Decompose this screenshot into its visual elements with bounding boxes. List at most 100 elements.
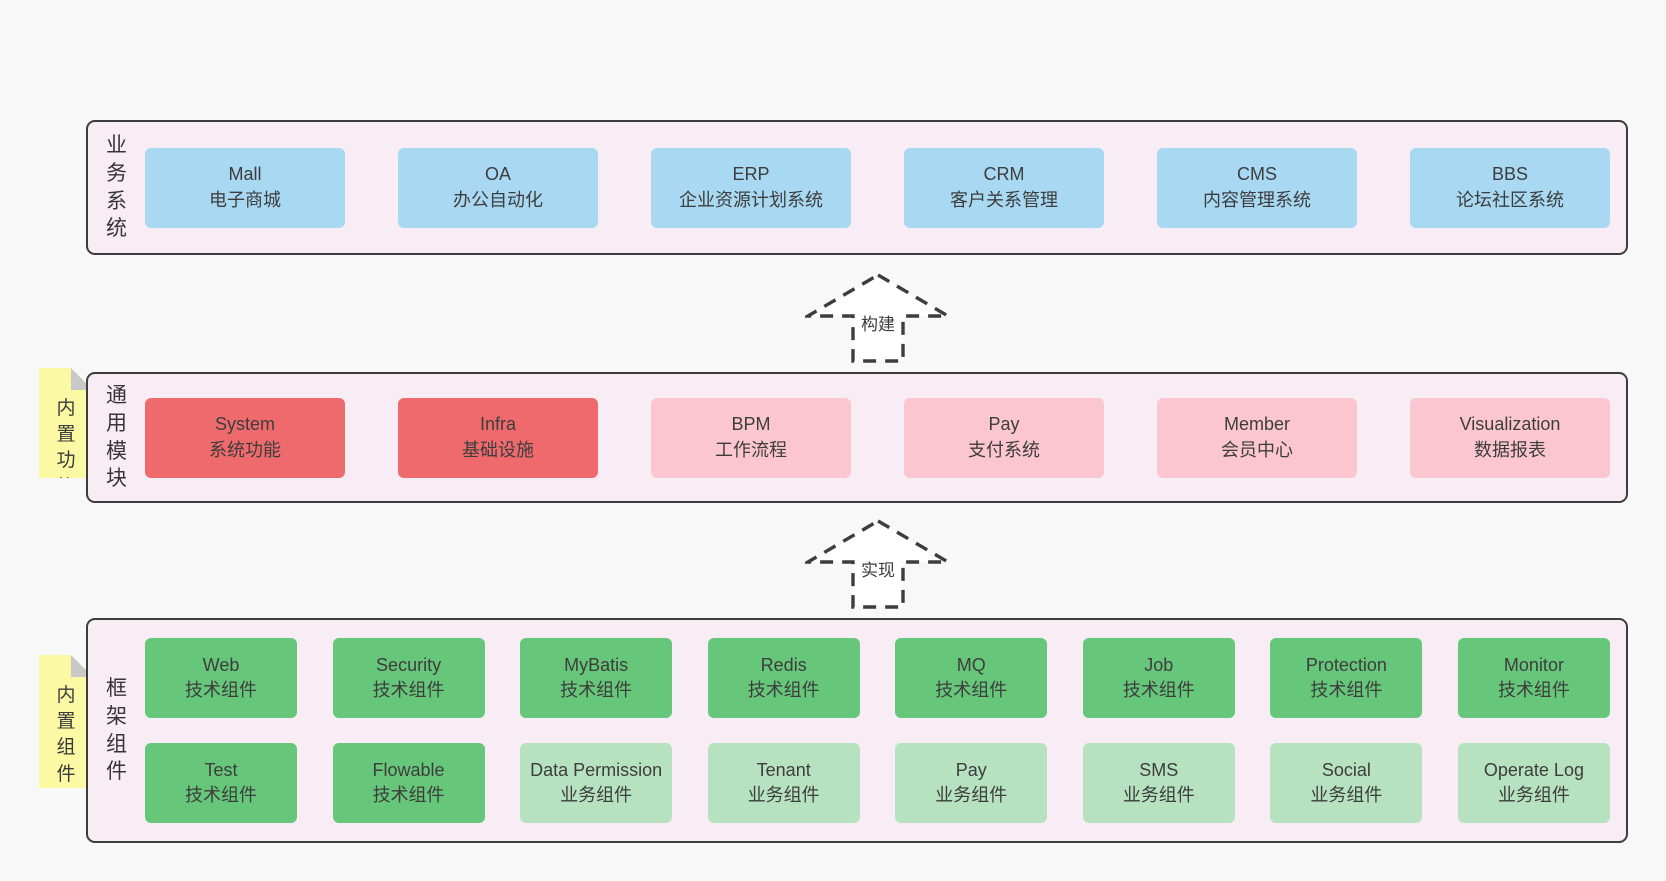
- box-name-label: Visualization: [1459, 414, 1561, 435]
- box-member: Member 会员中心: [1157, 397, 1357, 478]
- box-data-permission: Data Permission 业务组件: [520, 743, 673, 823]
- box-desc-label: 业务组件: [1310, 785, 1383, 805]
- box-oa: OA 办公自动化: [398, 147, 598, 228]
- box-protection: Protection 技术组件: [1270, 638, 1423, 718]
- band-label-column: 业务系统: [88, 122, 145, 253]
- box-name-label: Monitor: [1503, 654, 1564, 675]
- box-desc-label: 企业资源计划系统: [679, 189, 823, 210]
- box-flowable: Flowable 技术组件: [332, 743, 485, 823]
- band-title-framework: 框架组件: [105, 676, 127, 784]
- box-desc-label: 技术组件: [747, 680, 820, 700]
- box-desc-label: 支付系统: [968, 439, 1040, 460]
- band-content-modules: System 系统功能 Infra 基础设施 BPM 工作流程 Pay 支付系统 Member 会…: [145, 374, 1626, 501]
- box-desc-label: 客户关系管理: [950, 189, 1058, 210]
- box-name-label: Pay: [988, 414, 1020, 435]
- box-mybatis: MyBatis 技术组件: [520, 638, 673, 718]
- sticky-note-framework: 内置组件: [39, 655, 93, 788]
- box-sms: SMS 业务组件: [1082, 743, 1235, 823]
- box-desc-label: 技术组件: [560, 680, 633, 700]
- arrow-build: 构建: [805, 272, 951, 364]
- box-name-label: OA: [484, 164, 511, 185]
- sticky-note-label: 内置组件: [56, 685, 76, 785]
- box-crm: CRM 客户关系管理: [904, 147, 1104, 228]
- box-desc-label: 业务组件: [747, 785, 820, 805]
- sticky-note-modules: 内置功能: [39, 368, 93, 478]
- box-name-label: Data Permission: [530, 759, 663, 780]
- arrow-implement: 实现: [805, 518, 951, 610]
- box-name-label: System: [214, 414, 275, 435]
- box-name-label: BPM: [731, 414, 771, 435]
- box-name-label: Member: [1223, 414, 1290, 435]
- sticky-note-label: 内置功能: [56, 398, 76, 498]
- box-bbs: BBS 论坛社区系统: [1410, 147, 1610, 228]
- box-desc-label: 会员中心: [1221, 439, 1293, 460]
- box-name-label: Mall: [228, 164, 262, 185]
- box-infra: Infra 基础设施: [398, 397, 598, 478]
- box-desc-label: 技术组件: [1122, 680, 1195, 700]
- box-desc-label: 技术组件: [1310, 680, 1383, 700]
- box-desc-label: 数据报表: [1474, 439, 1546, 460]
- band-title-modules: 通用模块: [105, 383, 127, 491]
- box-desc-label: 业务组件: [1122, 785, 1195, 805]
- box-pay: Pay 支付系统: [904, 397, 1104, 478]
- box-desc-label: 工作流程: [715, 439, 787, 460]
- box-operate-log: Operate Log 业务组件: [1457, 743, 1610, 823]
- box-name-label: Protection: [1305, 654, 1387, 675]
- box-desc-label: 技术组件: [1497, 680, 1570, 700]
- box-job: Job 技术组件: [1082, 638, 1235, 718]
- box-name-label: CMS: [1237, 164, 1277, 185]
- box-name-label: Web: [202, 654, 240, 675]
- box-desc-label: 内容管理系统: [1203, 189, 1311, 210]
- box-mq: MQ 技术组件: [895, 638, 1048, 718]
- box-desc-label: 技术组件: [185, 680, 257, 700]
- box-desc-label: 技术组件: [372, 785, 445, 805]
- box-visualization: Visualization 数据报表: [1410, 397, 1610, 478]
- band-label-column: 框架组件: [88, 620, 145, 841]
- box-name-label: Test: [204, 759, 238, 780]
- band-row: Test 技术组件 Flowable 技术组件 Data Permission 业务组件 T…: [145, 743, 1610, 823]
- box-name-label: CRM: [983, 164, 1025, 185]
- arrow-label-implement: 实现: [858, 558, 898, 585]
- box-name-label: Social: [1321, 759, 1371, 780]
- box-name-label: BBS: [1491, 164, 1529, 185]
- box-name-label: MQ: [956, 654, 986, 675]
- box-cms: CMS 内容管理系统: [1157, 147, 1357, 228]
- box-name-label: MyBatis: [564, 654, 629, 675]
- box-name-label: Operate Log: [1483, 759, 1584, 780]
- box-desc-label: 办公自动化: [453, 189, 543, 210]
- box-name-label: Infra: [479, 414, 517, 435]
- box-desc-label: 系统功能: [209, 439, 281, 460]
- box-desc-label: 论坛社区系统: [1456, 189, 1564, 210]
- box-desc-label: 业务组件: [935, 785, 1008, 805]
- arrow-label-build: 构建: [858, 312, 898, 339]
- box-web: Web 技术组件: [145, 638, 297, 718]
- box-bpm: BPM 工作流程: [651, 397, 851, 478]
- box-desc-label: 技术组件: [185, 785, 257, 805]
- band-modules: 通用模块 System 系统功能 Infra 基础设施 BPM 工作流程 Pay 支付系统 Mem…: [86, 372, 1628, 503]
- box-desc-label: 业务组件: [1497, 785, 1570, 805]
- box-name-label: SMS: [1139, 759, 1179, 780]
- box-desc-label: 电子商城: [209, 189, 281, 210]
- box-desc-label: 业务组件: [560, 785, 633, 805]
- box-desc-label: 技术组件: [935, 680, 1008, 700]
- box-name-label: Tenant: [756, 759, 811, 780]
- band-label-column: 通用模块: [88, 374, 145, 501]
- box-name-label: Flowable: [372, 759, 445, 780]
- band-title-business: 业务系统: [105, 133, 127, 241]
- box-name-label: Job: [1144, 654, 1174, 675]
- box-test: Test 技术组件: [145, 743, 297, 823]
- box-desc-label: 技术组件: [372, 680, 445, 700]
- box-desc-label: 基础设施: [462, 439, 534, 460]
- box-social: Social 业务组件: [1270, 743, 1423, 823]
- box-system: System 系统功能: [145, 397, 345, 478]
